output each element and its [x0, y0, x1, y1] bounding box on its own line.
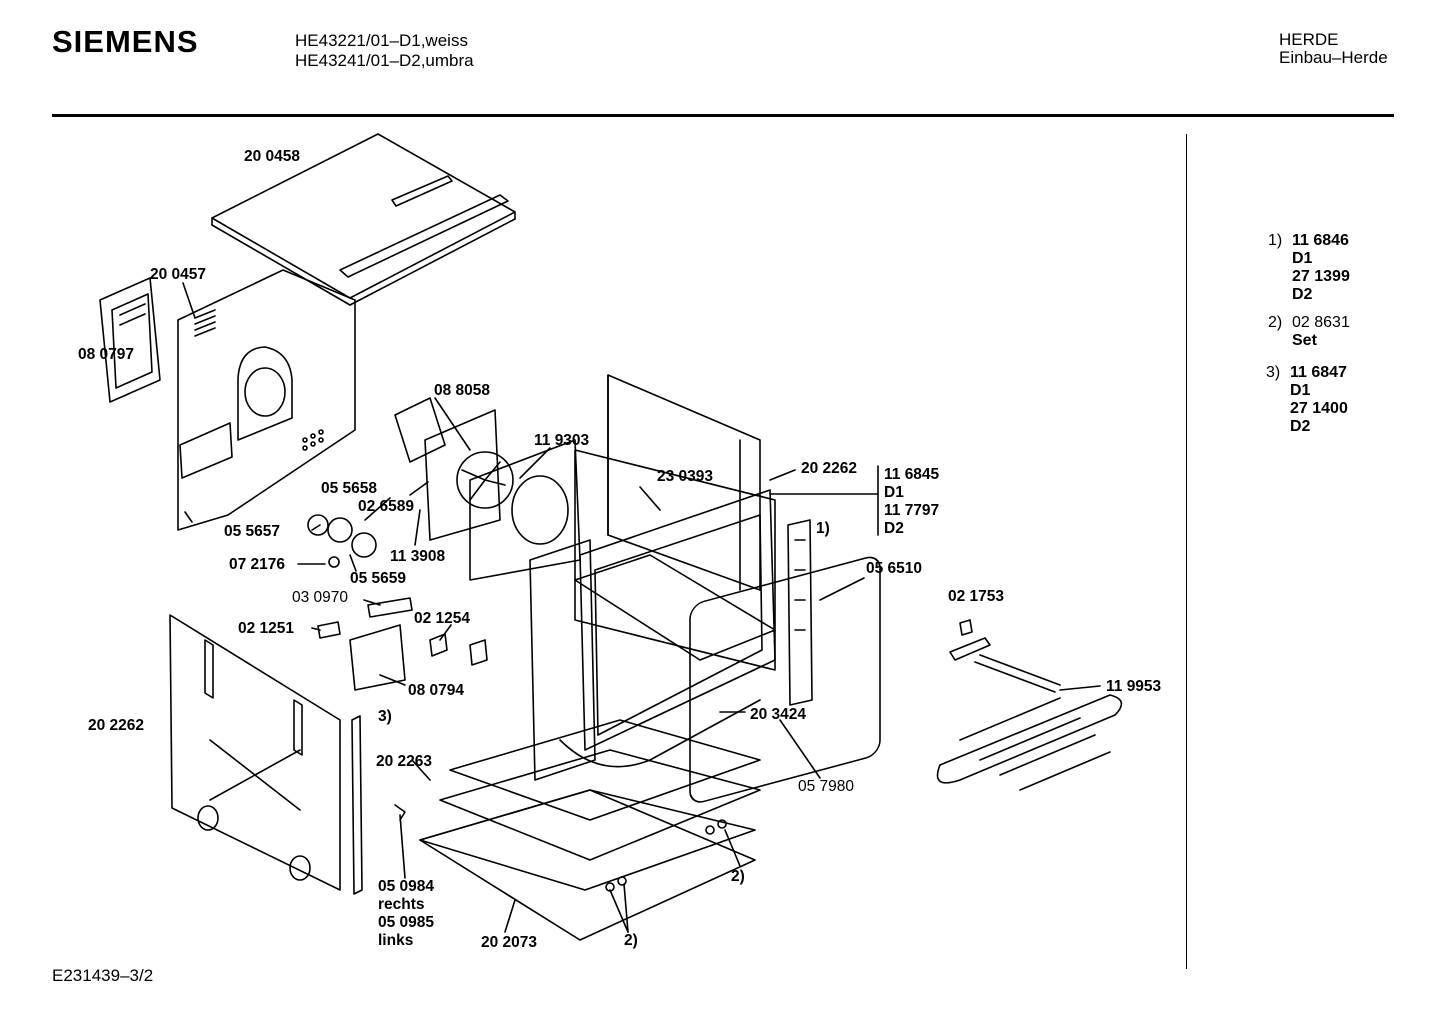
header-rule: [52, 114, 1394, 117]
part-label-202262-top: 20 2262: [801, 460, 858, 477]
part-label-230393: 23 0393: [657, 468, 714, 485]
side-panel-left: [169, 614, 341, 891]
model-line-2: HE43241/01–D2,umbra: [295, 51, 474, 70]
note-3-line-3: 27 1400: [1290, 400, 1348, 417]
part-label-080794: 08 0794: [408, 682, 465, 699]
note-2-line-1: 02 8631: [1292, 314, 1350, 331]
oven-cavity: [529, 449, 776, 781]
part-label-026589: 02 6589: [358, 498, 415, 515]
part-label-055659: 05 5659: [350, 570, 407, 587]
ref-marker-2b: 2): [624, 932, 638, 949]
shelf-support-left: [351, 715, 363, 895]
part-label-021753: 02 1753: [948, 588, 1005, 605]
note-1-line-4: D2: [1292, 286, 1313, 303]
part-label-055658: 05 5658: [321, 480, 378, 497]
part-label-119303: 11 9303: [534, 432, 590, 449]
part-label-links: links: [378, 932, 414, 949]
fan-motor-assembly: [394, 397, 514, 541]
part-label-055657: 05 5657: [224, 523, 281, 540]
part-label-072176: 07 2176: [229, 556, 286, 573]
model-line-1: HE43221/01–D1,weiss: [295, 31, 468, 50]
rear-frame: [607, 374, 761, 591]
part-label-088058: 08 8058: [434, 382, 491, 399]
category-line-1: HERDE: [1279, 30, 1339, 49]
ref-marker-3: 3): [378, 708, 392, 725]
part-label-116845: 11 6845: [884, 466, 940, 483]
ref-marker-1: 1): [816, 520, 830, 537]
note-1-line-1: 11 6846: [1292, 232, 1349, 249]
category-line-2: Einbau–Herde: [1279, 48, 1388, 67]
part-label-203424: 20 3424: [750, 706, 807, 723]
part-label-202262-side: 20 2262: [88, 717, 145, 734]
part-label-113908: 11 3908: [390, 548, 446, 565]
top-cover-panel: [211, 133, 516, 306]
part-label-202073: 20 2073: [481, 934, 538, 951]
part-label-050985: 05 0985: [378, 914, 435, 931]
brand-logo: SIEMENS: [52, 24, 199, 59]
part-label-202263: 20 2263: [376, 753, 433, 770]
small-parts: [307, 514, 973, 892]
note-1-marker: 1): [1268, 232, 1283, 249]
part-label-rechts: rechts: [378, 896, 425, 913]
note-3-marker: 3): [1266, 364, 1281, 381]
note-2-marker: 2): [1268, 314, 1283, 331]
note-2-line-2: Set: [1292, 332, 1317, 349]
note-1-line-3: 27 1399: [1292, 268, 1350, 285]
part-label-d2: D2: [884, 520, 904, 537]
rear-panel: [177, 269, 356, 531]
part-label-021254: 02 1254: [414, 610, 471, 627]
part-label-080797: 08 0797: [78, 346, 135, 363]
note-3-line-1: 11 6847: [1290, 364, 1347, 381]
notes-divider: [1186, 134, 1187, 969]
door-gasket: [689, 556, 881, 803]
part-label-200457: 20 0457: [150, 266, 207, 283]
grill-element: [936, 637, 1123, 791]
part-label-056510: 05 6510: [866, 560, 923, 577]
note-1-line-2: D1: [1292, 250, 1313, 267]
part-label-d1: D1: [884, 484, 904, 501]
note-3-line-4: D2: [1290, 418, 1311, 435]
base-plates: [419, 719, 761, 941]
part-label-057980: 05 7980: [798, 778, 855, 795]
part-label-200458: 20 0458: [244, 148, 301, 165]
bottom-gasket: [559, 699, 761, 768]
leader-lines: [182, 282, 1101, 933]
part-label-021251: 02 1251: [238, 620, 295, 637]
part-label-117797: 11 7797: [884, 502, 940, 519]
shelf-support-right: [787, 519, 813, 706]
part-label-050984: 05 0984: [378, 878, 435, 895]
part-label-119953: 11 9953: [1106, 678, 1162, 695]
fan-cover: [469, 439, 581, 581]
document-id: E231439–3/2: [52, 966, 154, 985]
terminal-bracket: [99, 277, 161, 403]
part-label-030970: 03 0970: [292, 589, 349, 606]
note-3-line-2: D1: [1290, 382, 1311, 399]
ref-marker-2a: 2): [731, 868, 745, 885]
